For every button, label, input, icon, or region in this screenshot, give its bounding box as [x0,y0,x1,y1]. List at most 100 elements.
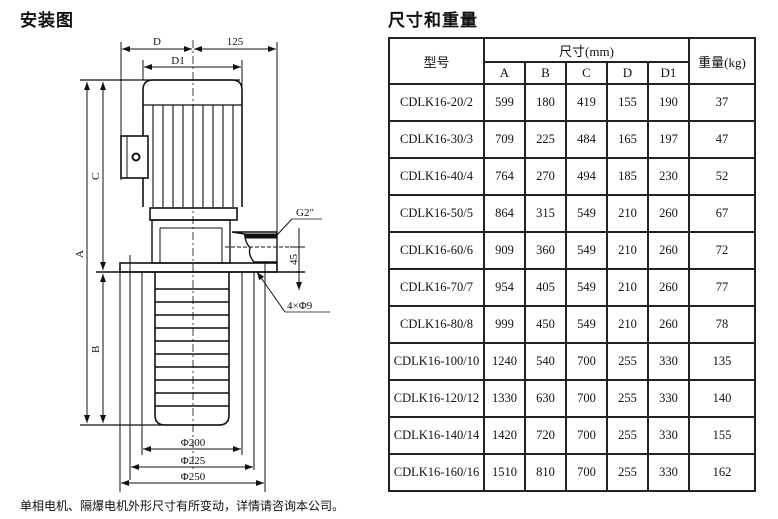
model-cell: CDLK16-50/5 [388,194,485,233]
phi200-label: Φ200 [181,437,206,449]
value-cell: 315 [524,194,567,233]
footnote: 单相电机、隔爆电机外形尺寸有所变动，详情请咨询本公司。 [20,499,345,513]
value-cell: 155 [688,416,756,455]
value-cell: 210 [606,231,649,270]
header-D: D [606,61,649,85]
value-cell: 135 [688,342,756,381]
value-cell: 260 [647,194,690,233]
header-B: B [524,61,567,85]
height-45-label: 45 [288,254,300,266]
model-cell: CDLK16-80/8 [388,305,485,344]
value-cell: 330 [647,453,690,492]
value-cell: 230 [647,157,690,196]
model-cell: CDLK16-30/3 [388,120,485,159]
header-dims: 尺寸(mm) [483,37,690,63]
value-cell: 549 [565,305,608,344]
value-cell: 225 [524,120,567,159]
value-cell: 549 [565,268,608,307]
value-cell: 810 [524,453,567,492]
value-cell: 599 [483,83,526,122]
value-cell: 360 [524,231,567,270]
value-cell: 909 [483,231,526,270]
value-cell: 709 [483,120,526,159]
value-cell: 260 [647,268,690,307]
model-cell: CDLK16-40/4 [388,157,485,196]
dim-C-label: C [90,173,102,180]
value-cell: 67 [688,194,756,233]
dim-B-label: B [90,346,102,353]
value-cell: 37 [688,83,756,122]
value-cell: 162 [688,453,756,492]
value-cell: 255 [606,379,649,418]
value-cell: 999 [483,305,526,344]
value-cell: 1420 [483,416,526,455]
model-cell: CDLK16-160/16 [388,453,485,492]
value-cell: 255 [606,416,649,455]
value-cell: 700 [565,453,608,492]
value-cell: 1240 [483,342,526,381]
value-cell: 954 [483,268,526,307]
phi225-label: Φ225 [181,455,206,467]
value-cell: 255 [606,342,649,381]
value-cell: 450 [524,305,567,344]
value-cell: 484 [565,120,608,159]
model-cell: CDLK16-70/7 [388,268,485,307]
value-cell: 864 [483,194,526,233]
value-cell: 165 [606,120,649,159]
model-cell: CDLK16-120/12 [388,379,485,418]
header-C: C [565,61,608,85]
value-cell: 72 [688,231,756,270]
value-cell: 180 [524,83,567,122]
installation-drawing: G2" 45 4×Φ9 A C B D 125 D1 Φ200 Φ225 Φ25… [74,36,330,492]
model-cell: CDLK16-100/10 [388,342,485,381]
value-cell: 1510 [483,453,526,492]
model-cell: CDLK16-60/6 [388,231,485,270]
phi250-label: Φ250 [181,471,206,483]
value-cell: 419 [565,83,608,122]
header-D1: D1 [647,61,690,85]
value-cell: 700 [565,342,608,381]
value-cell: 549 [565,194,608,233]
installation-title: 安装图 [20,11,74,31]
value-cell: 330 [647,416,690,455]
value-cell: 197 [647,120,690,159]
value-cell: 330 [647,342,690,381]
value-cell: 155 [606,83,649,122]
model-cell: CDLK16-20/2 [388,83,485,122]
value-cell: 78 [688,305,756,344]
value-cell: 700 [565,379,608,418]
header-model: 型号 [388,37,485,85]
value-cell: 140 [688,379,756,418]
value-cell: 185 [606,157,649,196]
value-cell: 260 [647,305,690,344]
thread-label: G2" [296,207,314,219]
value-cell: 190 [647,83,690,122]
value-cell: 210 [606,305,649,344]
header-weight: 重量(kg) [688,37,756,85]
value-cell: 630 [524,379,567,418]
value-cell: 255 [606,453,649,492]
value-cell: 549 [565,231,608,270]
holes-label: 4×Φ9 [287,300,313,312]
table-title: 尺寸和重量 [388,11,478,31]
dim-D-label: D [153,36,161,48]
value-cell: 77 [688,268,756,307]
value-cell: 720 [524,416,567,455]
dim-A-label: A [74,250,86,258]
value-cell: 210 [606,268,649,307]
value-cell: 52 [688,157,756,196]
dim-125-label: 125 [227,36,244,48]
model-cell: CDLK16-140/14 [388,416,485,455]
value-cell: 405 [524,268,567,307]
